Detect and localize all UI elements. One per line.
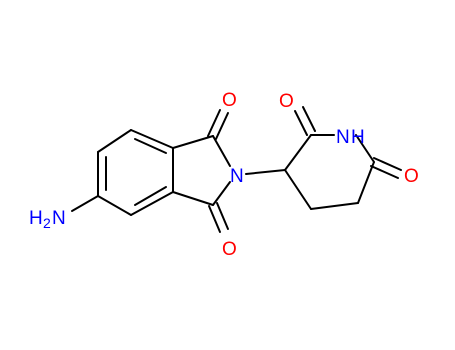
bond-double <box>302 106 316 132</box>
bond <box>245 169 286 175</box>
bond <box>284 169 312 210</box>
bond <box>212 135 231 167</box>
oxygen-label: O <box>222 239 237 260</box>
bond-double <box>207 109 221 137</box>
oxygen-label: O <box>222 90 237 111</box>
bond <box>97 129 132 153</box>
bond <box>172 191 214 206</box>
bond <box>357 161 375 204</box>
imide-nitrogen-label: N <box>230 166 244 187</box>
bond-double <box>134 186 167 206</box>
bond <box>130 129 174 149</box>
glutarimide-hydrogen-label: H <box>351 127 365 148</box>
oxygen-label: O <box>279 91 294 112</box>
bond <box>71 195 99 212</box>
bond <box>212 181 231 206</box>
bond <box>310 202 359 210</box>
bond-double <box>134 138 167 154</box>
amine-hydrogen-label: H <box>29 208 43 229</box>
bond-double <box>208 205 221 233</box>
amine-nitrogen-label: N <box>52 208 66 229</box>
bond <box>355 134 375 163</box>
amine-subscript: 2 <box>43 215 51 231</box>
bond <box>284 134 312 171</box>
bond-double <box>373 157 402 171</box>
bond-double <box>216 202 229 230</box>
bond <box>130 191 174 216</box>
bond-double <box>294 110 308 136</box>
oxygen-label: O <box>404 166 419 187</box>
bond <box>97 195 132 216</box>
bond <box>172 135 214 149</box>
bond-double <box>370 165 399 179</box>
glutarimide-nitrogen-label: N <box>336 127 350 148</box>
bond-double <box>215 112 229 140</box>
